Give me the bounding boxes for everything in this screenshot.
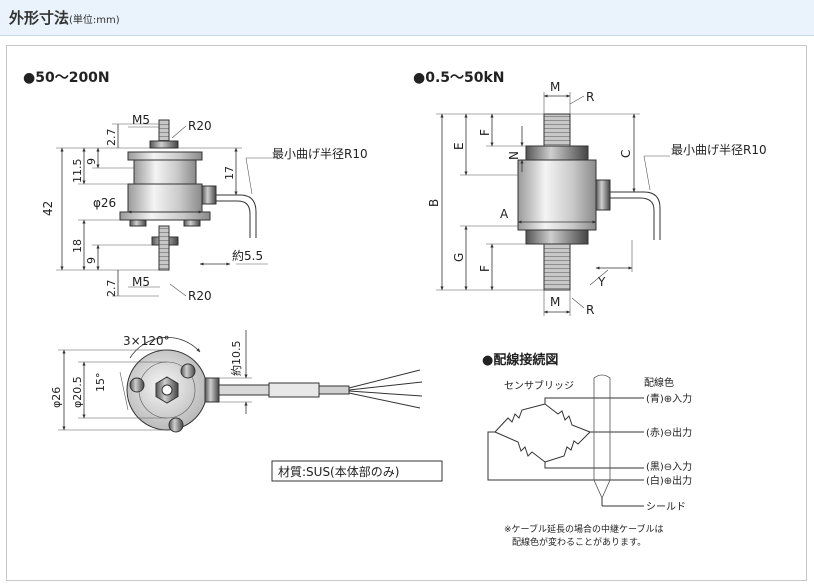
label-9-bot: 9: [85, 257, 98, 264]
label-e: E: [452, 142, 466, 150]
body-kN: [517, 159, 597, 231]
wire-label-3: (黒)⊖入力: [646, 460, 692, 473]
sensor-body: [133, 159, 197, 185]
cable-end: [318, 385, 350, 395]
label-15deg: 15°: [94, 373, 107, 393]
page-title: 外形寸法(単位:mm): [9, 7, 120, 28]
leader-line: [169, 283, 187, 297]
wire-label-2: (赤)⊖出力: [646, 426, 692, 439]
label-2-7-top: 2.7: [105, 129, 118, 147]
screw-3: [168, 417, 184, 433]
lower-flange: [119, 211, 211, 221]
cable-sleeve: [268, 382, 320, 398]
shield-label: シールド: [646, 502, 686, 513]
label-f-bot: F: [478, 265, 492, 272]
label-18: 18: [71, 239, 84, 253]
cable-kN: [610, 191, 661, 240]
cable-gland-kN: [595, 179, 611, 211]
drawing-panel: [6, 45, 807, 581]
label-r-top: R: [586, 90, 594, 104]
leader-line: [171, 125, 187, 139]
label-5-5: 約5.5: [232, 248, 263, 263]
label-phi20-5: φ20.5: [71, 376, 84, 408]
note-line-1: ※ケーブル延長の場合の中継ケーブルは: [504, 523, 663, 535]
shield-outline: [593, 374, 611, 499]
title-text: 外形寸法: [9, 9, 70, 27]
leader-line: [571, 297, 585, 309]
wire-label-1: (青)⊕入力: [646, 392, 692, 405]
label-c: C: [619, 150, 633, 158]
label-m-bot: M: [550, 295, 560, 309]
material-text: 材質:SUS(本体部のみ): [278, 464, 399, 479]
material-box: [271, 460, 443, 482]
cable-gland: [201, 185, 217, 205]
upper-flange: [127, 151, 203, 161]
label-r-bot: R: [586, 303, 594, 317]
leader-line: [589, 269, 609, 286]
label-m-top: M: [550, 80, 560, 94]
label-2-7-bot: 2.7: [105, 280, 118, 298]
center-hole: [161, 384, 173, 396]
left-view-heading: ●50〜200N: [23, 70, 110, 86]
top-nut: [149, 140, 179, 149]
left-view: ●50〜200N: [23, 70, 368, 303]
right-view-heading: ●0.5〜50kN: [413, 70, 505, 86]
bottom-thread: [158, 225, 170, 271]
right-view: ●0.5〜50kN: [413, 70, 767, 317]
label-y: Y: [597, 275, 606, 289]
wiring-diagram: ●配線接続図 センサブリッジ 配線色 (青)⊕入力 (赤)⊖出力 (黒)⊖入力 …: [482, 352, 692, 548]
gland-top-view: [204, 377, 220, 403]
leader-line: [569, 95, 585, 105]
leader-line: [643, 155, 651, 191]
label-m5-top: M5: [132, 113, 150, 127]
bridge-circuit: [494, 403, 591, 463]
bottom-nut-kN: [525, 229, 589, 245]
mount-tab-right: [183, 219, 201, 227]
label-m5-bot: M5: [132, 275, 150, 289]
label-10-5: 約10.5: [229, 341, 243, 377]
label-bend-radius-left: 最小曲げ半径R10: [272, 147, 368, 161]
wire-label-4: (白)⊕出力: [646, 474, 692, 487]
cable: [216, 194, 257, 238]
bottom-thread-kN: [543, 243, 571, 291]
screw-1: [180, 363, 196, 379]
screw-2: [129, 377, 145, 393]
label-42: 42: [41, 201, 55, 216]
label-r20-top: R20: [188, 119, 212, 133]
label-g: G: [452, 253, 466, 262]
bridge-leads: [487, 397, 644, 481]
label-3x120: 3×120°: [123, 334, 170, 348]
leader-line: [245, 157, 253, 195]
label-phi26-left: φ26: [93, 196, 116, 210]
top-thread-kN: [543, 113, 571, 147]
label-n: N: [507, 151, 521, 160]
bottom-view: 3×120° 約10.5 φ26 φ20.5 15° 材質:SUS(本体部のみ): [50, 330, 443, 482]
mount-tab-left: [129, 219, 147, 227]
lead-wires: [348, 369, 423, 409]
title-unit: (単位:mm): [69, 15, 120, 26]
top-nut-kN: [525, 145, 589, 161]
label-11-5: 11.5: [71, 159, 84, 184]
label-f-top: F: [478, 129, 492, 136]
label-b: B: [427, 199, 441, 207]
lower-block: [127, 183, 203, 213]
label-r20-bot: R20: [188, 289, 212, 303]
wiring-heading: ●配線接続図: [482, 352, 558, 368]
note-line-2: 配線色が変わることがあります。: [512, 536, 646, 548]
label-bend-radius-right: 最小曲げ半径R10: [671, 143, 767, 157]
color-header: 配線色: [644, 376, 674, 389]
angle-line: [119, 371, 129, 411]
label-phi26-bottom: φ26: [50, 387, 63, 408]
bridge-label: センサブリッジ: [504, 379, 574, 392]
label-9-top: 9: [85, 158, 98, 165]
page-header: 外形寸法(単位:mm): [0, 0, 814, 36]
label-17: 17: [223, 166, 236, 180]
cable-top-view: [218, 384, 270, 396]
label-a: A: [500, 207, 509, 221]
